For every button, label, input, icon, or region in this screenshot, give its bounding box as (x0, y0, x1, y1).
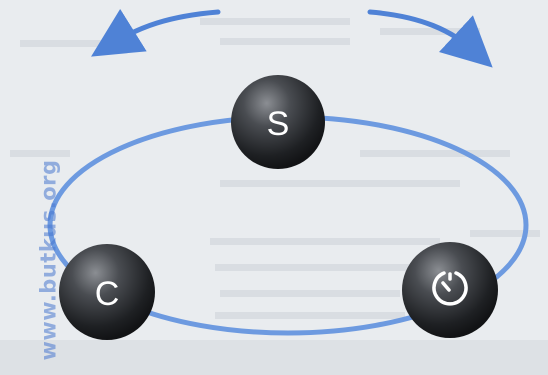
node-c-label: C (95, 275, 120, 313)
ball-c (59, 244, 155, 340)
timer-icon (432, 271, 468, 306)
ball-s (231, 75, 325, 169)
node-s-label: S (267, 105, 290, 143)
node-timer (402, 242, 498, 338)
watermark-left: www.butkus.org (36, 159, 61, 361)
right-arrow (367, 9, 493, 68)
node-c: C (59, 244, 155, 340)
left-arrow (91, 8, 221, 57)
node-s: S (231, 75, 325, 169)
